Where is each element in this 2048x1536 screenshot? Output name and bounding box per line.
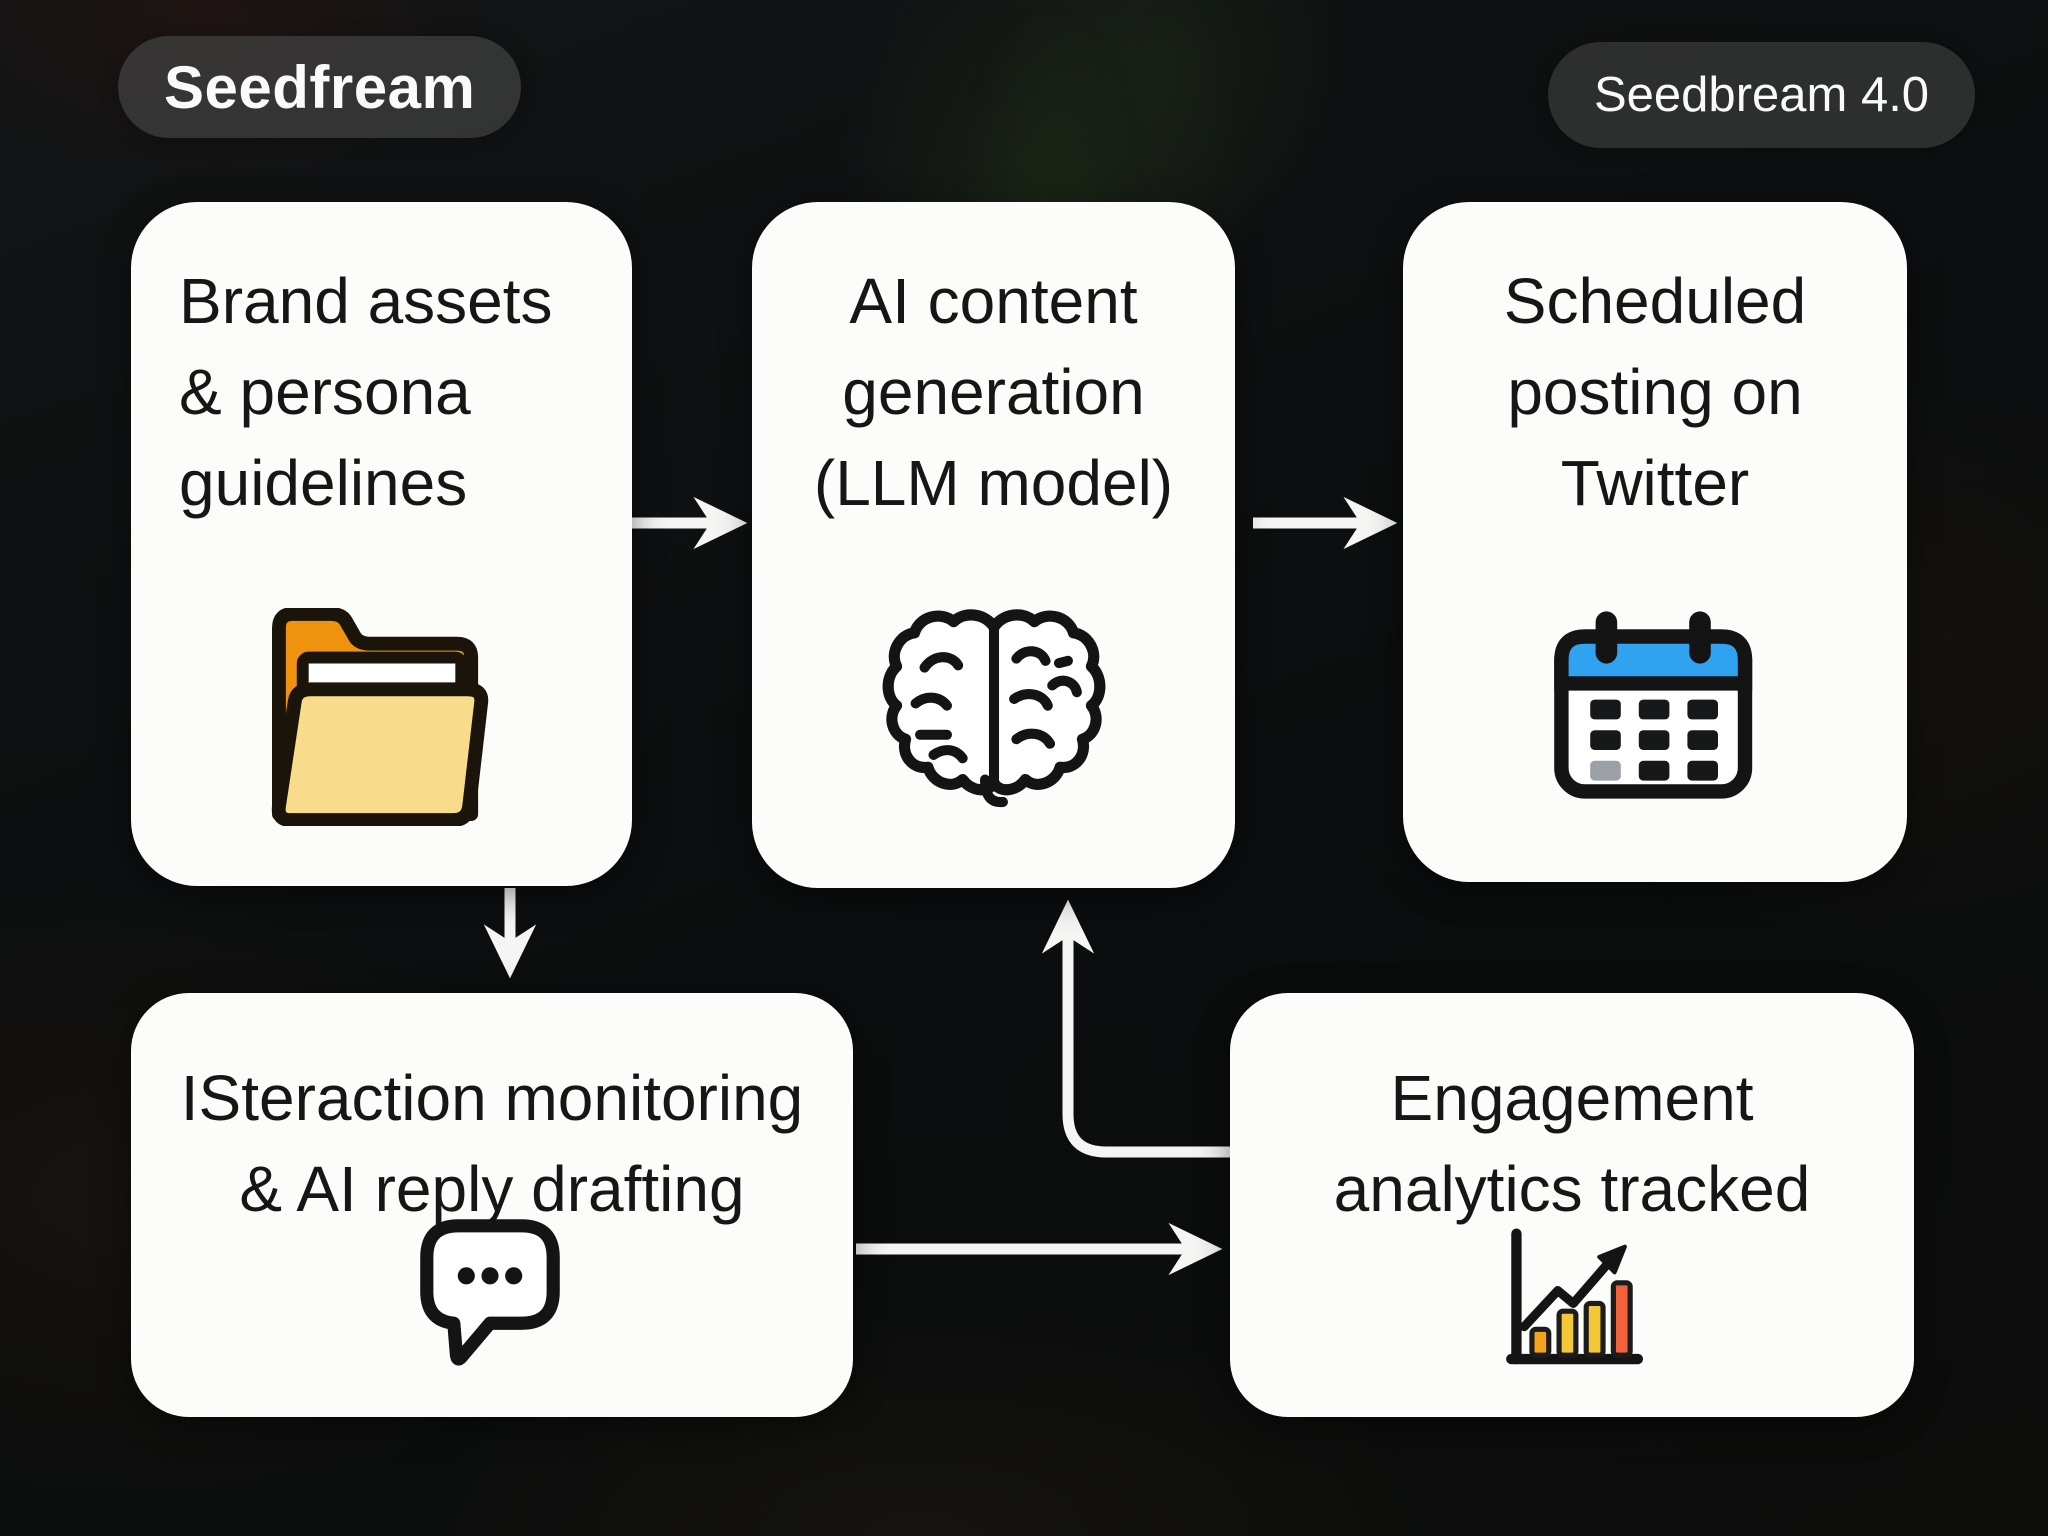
label-line: analytics tracked (1333, 1153, 1811, 1225)
node-interaction-monitoring-label: ISteraction monitoring & AI reply drafti… (131, 1053, 853, 1235)
chart-trend-line (1519, 1260, 1612, 1332)
calendar-icon (1554, 611, 1753, 799)
bar-chart-icon (1506, 1228, 1644, 1365)
label-line: & persona (179, 356, 471, 428)
chat-dots (457, 1267, 523, 1285)
chart-axes (1506, 1228, 1644, 1365)
node-ai-content-label: AI content generation (LLM model) (752, 256, 1235, 529)
calendar-peg-right (1689, 611, 1711, 664)
label-line: & AI reply drafting (239, 1153, 745, 1225)
label-line: Scheduled (1503, 265, 1807, 337)
brain-folds (910, 624, 1082, 808)
chart-trend-arrowhead (1597, 1244, 1627, 1275)
label-line: posting on (1507, 356, 1803, 428)
label-line: Brand assets (179, 265, 553, 337)
version-badge: Seedbream 4.0 (1548, 42, 1976, 148)
calendar-grid (1590, 699, 1718, 781)
chart-bars (1529, 1280, 1633, 1358)
logo-badge: Seedfream (118, 36, 522, 138)
calendar-header (1554, 629, 1753, 691)
brain-icon (882, 609, 1106, 808)
node-scheduled-posting-label: Scheduled posting on Twitter (1403, 256, 1907, 529)
folder-front (271, 682, 489, 826)
chat-bubble (420, 1219, 560, 1366)
node-interaction-monitoring: ISteraction monitoring & AI reply drafti… (131, 993, 853, 1417)
arrow-analytics-to-ai (1041, 899, 1232, 1158)
node-scheduled-posting: Scheduled posting on Twitter (1403, 202, 1907, 882)
label-line: AI content (849, 265, 1138, 337)
label-line: Engagement (1390, 1062, 1754, 1134)
label-line: guidelines (179, 447, 468, 519)
node-ai-content-generation: AI content generation (LLM model) (752, 202, 1235, 888)
node-brand-assets: Brand assets & persona guidelines (131, 202, 632, 886)
node-engagement-analytics: Engagement analytics tracked (1230, 993, 1914, 1417)
label-line: (LLM model) (813, 447, 1174, 519)
version-text: Seedbream 4.0 (1594, 68, 1930, 122)
chat-bubble-icon (420, 1219, 560, 1366)
label-line: generation (842, 356, 1145, 428)
node-brand-assets-label: Brand assets & persona guidelines (131, 256, 632, 529)
logo-text: Seedfream (164, 53, 476, 121)
label-line: Twitter (1560, 447, 1750, 519)
calendar-peg-left (1595, 611, 1618, 664)
node-engagement-analytics-label: Engagement analytics tracked (1230, 1053, 1914, 1235)
folder-icon (271, 608, 489, 826)
label-line: ISteraction monitoring (180, 1062, 804, 1134)
